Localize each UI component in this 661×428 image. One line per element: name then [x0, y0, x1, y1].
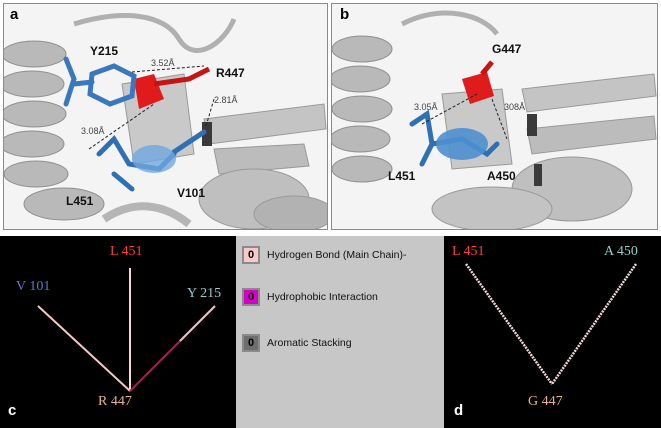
residue-label-y215: Y215 — [90, 44, 119, 58]
legend-label: Hydrophobic Interaction — [267, 291, 378, 303]
node-bottom: R 447 — [98, 394, 132, 409]
residue-label-l451: L451 — [66, 194, 94, 208]
panel-c-interaction-diagram: L 451 V 101 Y 215 R 447 c — [0, 236, 236, 428]
panel-b-letter: b — [340, 6, 350, 23]
residue-label-v101: V101 — [177, 186, 206, 200]
panel-a-structure-image — [4, 13, 327, 229]
legend-label: Hydrogen Bond (Main Chain)- — [267, 249, 407, 261]
distance-label-1: 3.05Å — [414, 102, 438, 112]
panel-a-structure: a Y215 R447 L451 V101 3.52Å 2.81Å 3.08Å — [3, 3, 328, 230]
panel-d-letter: d — [454, 402, 464, 419]
node-left: V 101 — [16, 279, 51, 294]
distance-label-2: 308Å — [504, 102, 526, 112]
legend-item-hydrophobic: 0 Hydrophobic Interaction — [242, 288, 378, 306]
legend-label: Aromatic Stacking — [267, 337, 352, 349]
node-bottom: G 447 — [528, 394, 563, 409]
panel-a-letter: a — [10, 6, 19, 23]
legend-item-hydrogen-bond: 0 Hydrogen Bond (Main Chain)- — [242, 246, 406, 264]
edge-y215-r447-overlay — [179, 305, 216, 342]
interaction-legend: 0 Hydrogen Bond (Main Chain)- 0 Hydropho… — [236, 236, 444, 428]
legend-swatch: 0 — [242, 246, 260, 264]
panel-d-interaction-diagram: L 451 A 450 G 447 d — [444, 236, 661, 428]
edge-v101-r447 — [37, 305, 131, 392]
node-top: L 451 — [110, 244, 143, 259]
distance-label-1: 3.52Å — [151, 58, 175, 68]
edge-l451-g447 — [464, 263, 554, 385]
panel-b-structure-image — [332, 10, 657, 229]
legend-swatch: 0 — [242, 288, 260, 306]
legend-item-aromatic-stacking: 0 Aromatic Stacking — [242, 334, 352, 352]
residue-label-l451: L451 — [388, 169, 416, 183]
node-right: A 450 — [604, 244, 638, 259]
node-right: Y 215 — [187, 286, 222, 301]
residue-label-a450: A450 — [487, 169, 516, 183]
residue-label-r447: R447 — [216, 66, 245, 80]
distance-label-3: 3.08Å — [81, 126, 105, 136]
panel-b-structure: b G447 L451 A450 3.05Å 308Å — [331, 3, 658, 230]
node-left: L 451 — [452, 244, 485, 259]
panel-c-letter: c — [8, 402, 17, 419]
edge-a450-g447 — [550, 263, 638, 385]
panel-c-edges — [37, 268, 216, 392]
residue-label-g447: G447 — [492, 42, 522, 56]
distance-label-2: 2.81Å — [214, 95, 238, 105]
panel-d-edges — [464, 263, 638, 385]
legend-swatch: 0 — [242, 334, 260, 352]
